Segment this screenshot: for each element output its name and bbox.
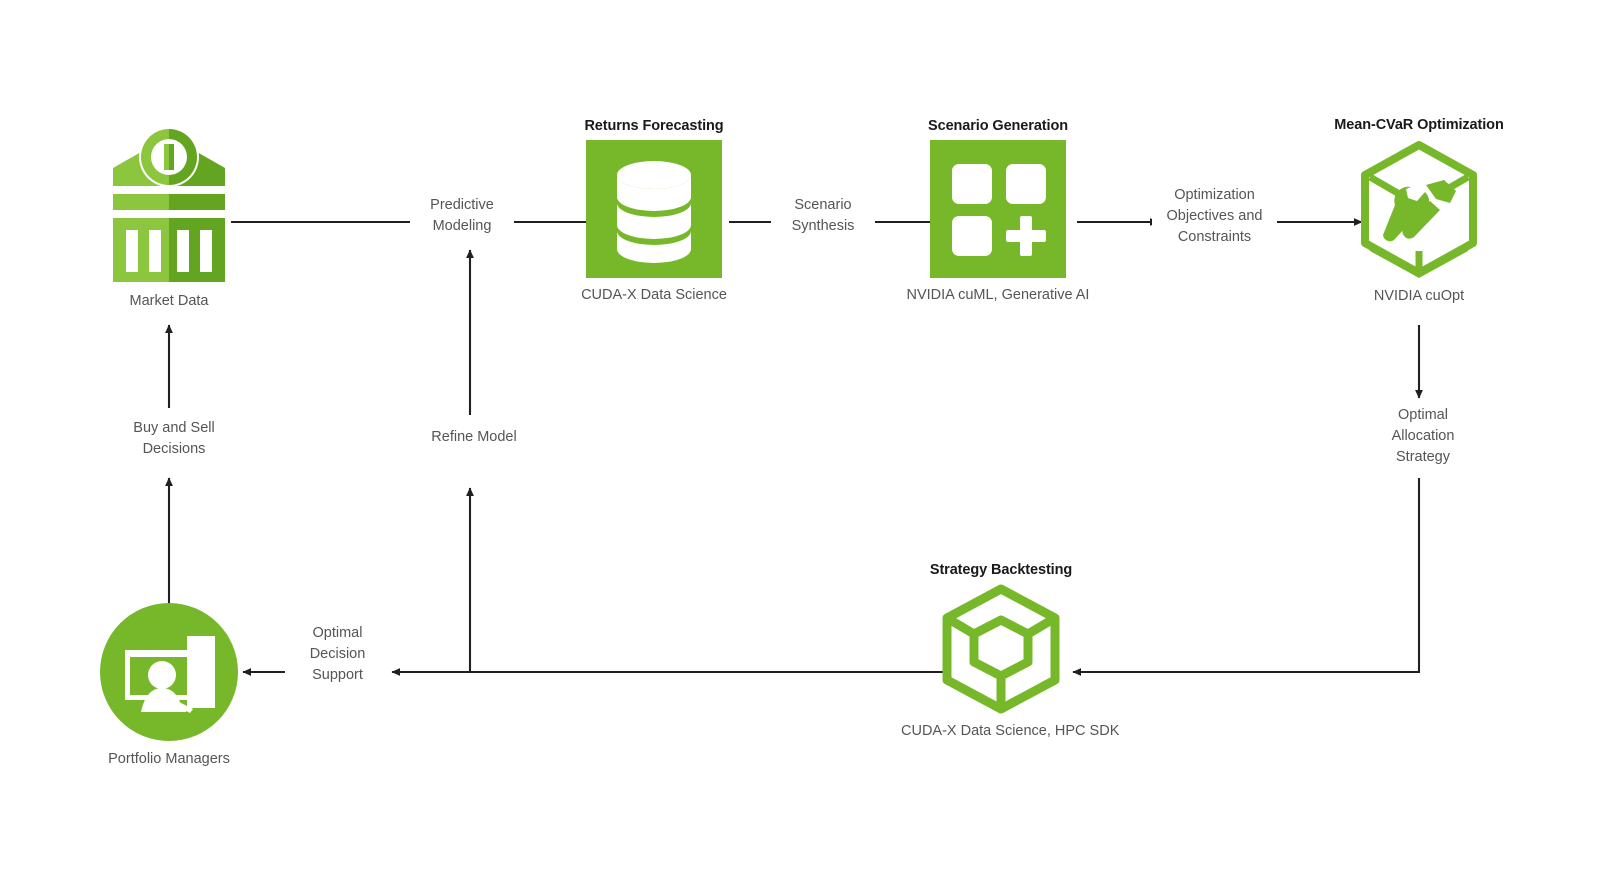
grid-plus-icon — [898, 140, 1098, 278]
bank-icon — [69, 124, 269, 284]
node-title: Scenario Generation — [928, 118, 1068, 134]
edge-label-optimal-decision-support: Optimal Decision Support — [285, 623, 390, 686]
database-icon — [554, 140, 754, 278]
node-portfolio-managers[interactable]: Portfolio Managers — [69, 602, 269, 767]
hexagon-cube-icon — [901, 584, 1101, 714]
edge-label-scenario-synthesis: Scenario Synthesis — [771, 195, 875, 237]
node-title: Returns Forecasting — [584, 118, 724, 134]
node-title: Mean-CVaR Optimization — [1334, 117, 1504, 133]
connector-allocation-to-backtesting — [1072, 478, 1421, 676]
node-caption: Market Data — [129, 293, 209, 309]
edge-label-optimal-allocation-strategy: Optimal Allocation Strategy — [1359, 405, 1487, 468]
node-mean-cvar-optimization[interactable]: Mean-CVaR Optimization — [1319, 117, 1519, 304]
node-title: Strategy Backtesting — [929, 562, 1073, 578]
hexagon-tools-icon — [1319, 139, 1519, 279]
node-strategy-backtesting[interactable]: Strategy Backtesting CUDA-X Data Science… — [901, 562, 1120, 739]
workstation-person-icon — [69, 602, 269, 742]
edge-label-buy-and-sell-decisions: Buy and Sell Decisions — [110, 418, 238, 460]
edge-label-refine-model: Refine Model — [410, 427, 538, 448]
node-caption: NVIDIA cuML, Generative AI — [906, 287, 1090, 303]
edge-label-optimization-objectives: Optimization Objectives and Constraints — [1152, 185, 1277, 248]
node-caption: NVIDIA cuOpt — [1373, 288, 1465, 304]
node-scenario-generation[interactable]: Scenario Generation NVIDIA cuML, Generat… — [898, 118, 1098, 303]
node-caption: CUDA-X Data Science — [581, 287, 727, 303]
edge-label-predictive-modeling: Predictive Modeling — [410, 195, 514, 237]
node-caption: Portfolio Managers — [108, 751, 230, 767]
node-caption: CUDA-X Data Science, HPC SDK — [901, 723, 1120, 739]
node-returns-forecasting[interactable]: Returns Forecasting CUDA-X Data Science — [554, 118, 754, 303]
node-market-data[interactable]: Market Data — [69, 124, 269, 309]
